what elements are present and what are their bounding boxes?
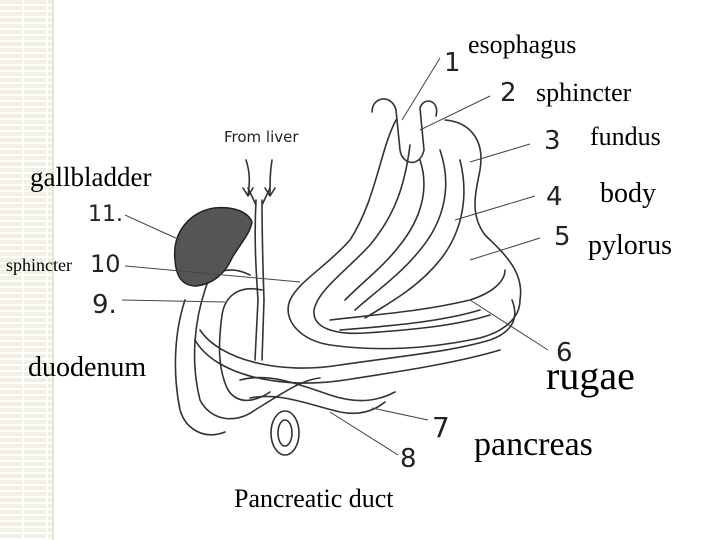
leader-line-9 — [121, 299, 226, 303]
label-sphincter-top: sphincter — [536, 78, 632, 107]
arrow-from-liver — [264, 159, 276, 197]
number-5: 5 — [554, 222, 571, 252]
esophagus-shape — [371, 98, 438, 164]
pancreas-shape — [239, 376, 396, 402]
rugae-fold — [364, 159, 465, 319]
leader-line-8 — [329, 411, 399, 456]
gallbladder-shape — [174, 206, 253, 287]
label-body: body — [600, 178, 656, 209]
leader-line-3 — [469, 143, 531, 163]
number-2: 2 — [500, 78, 517, 108]
label-rugae: rugae — [546, 353, 635, 398]
number-8: 8 — [400, 444, 417, 474]
leader-line-4 — [454, 195, 536, 221]
leader-line-1 — [401, 57, 441, 121]
leader-line-6 — [469, 299, 549, 351]
rugae-fold — [329, 269, 506, 321]
number-10: 10 — [90, 250, 121, 278]
number-6: 6 — [556, 338, 573, 368]
duodenum-shape — [218, 288, 271, 402]
rugae-fold — [339, 309, 481, 331]
number-3: 3 — [544, 126, 561, 156]
number-4: 4 — [546, 182, 563, 212]
leader-line-2 — [419, 95, 491, 131]
pancreas-shape — [249, 395, 386, 415]
duodenal-loop — [277, 419, 293, 447]
label-sphincter-left: sphincter — [6, 255, 72, 275]
label-from-liver: From liver — [224, 128, 299, 146]
label-esophagus: esophagus — [468, 30, 577, 59]
left-decorative-stripe — [0, 0, 54, 540]
leader-line-11 — [124, 214, 181, 241]
stomach-inner-wall — [313, 144, 491, 335]
arrow-from-liver — [242, 159, 254, 197]
number-7: 7 — [432, 411, 450, 444]
leader-line-10 — [124, 265, 301, 283]
label-pylorus: pylorus — [588, 230, 672, 261]
leader-line-5 — [469, 237, 541, 261]
common-bile-duct — [254, 299, 265, 361]
number-1: 1 — [444, 48, 461, 78]
rugae-fold — [344, 159, 425, 301]
label-gallbladder: gallbladder — [30, 162, 152, 192]
label-pancreas: pancreas — [474, 426, 593, 463]
stomach-lower-edge — [199, 299, 516, 369]
stomach-lower-edge — [194, 339, 501, 384]
label-fundus: fundus — [590, 122, 661, 151]
hepatic-duct — [247, 187, 271, 301]
duodenum-shape — [174, 299, 226, 436]
label-pancreatic-duct: Pancreatic duct — [234, 484, 394, 513]
label-duodenum: duodenum — [28, 352, 147, 383]
leader-line-7 — [371, 407, 429, 421]
duodenal-loop — [270, 410, 300, 456]
rugae-fold — [354, 149, 447, 311]
stomach-outline — [287, 119, 522, 350]
number-9: 9. — [92, 290, 117, 320]
number-11: 11. — [88, 202, 123, 227]
